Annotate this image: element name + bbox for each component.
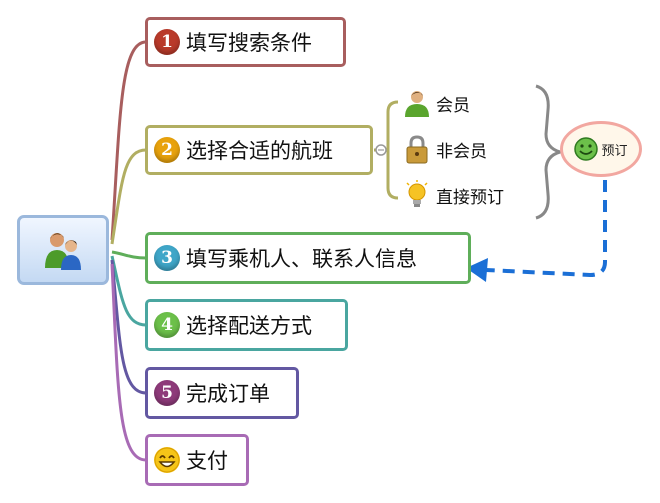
option-brace — [535, 84, 566, 220]
sub-branch — [386, 100, 399, 200]
branch-4 — [110, 255, 147, 327]
step-2-node[interactable]: 2 选择合适的航班 — [145, 125, 373, 175]
step-4-node[interactable]: 4 选择配送方式 — [145, 299, 348, 351]
step-5-number-icon: 5 — [154, 380, 180, 406]
step-4-label: 选择配送方式 — [186, 314, 312, 338]
step-3-label: 填写乘机人、联系人信息 — [186, 247, 417, 271]
branch-6 — [110, 263, 147, 462]
option-direct-booking-label: 直接预订 — [436, 187, 504, 208]
users-icon — [45, 233, 81, 270]
step-6-node[interactable]: 支付 — [145, 434, 249, 486]
booking-arrow — [485, 180, 607, 278]
step-3-node[interactable]: 3 填写乘机人、联系人信息 — [145, 232, 471, 284]
step-5-node[interactable]: 5 完成订单 — [145, 367, 299, 419]
branch-1 — [110, 40, 147, 241]
step-4-number-icon: 4 — [154, 312, 180, 338]
option-direct-booking[interactable]: 直接预订 — [402, 180, 504, 210]
booking-node[interactable]: 预订 — [560, 121, 642, 177]
option-nonmember[interactable]: 非会员 — [402, 134, 487, 164]
smiley-icon — [154, 447, 180, 473]
step-2-number-icon: 2 — [154, 137, 180, 163]
arrow-head — [466, 258, 488, 282]
option-member[interactable]: 会员 — [402, 88, 470, 118]
step-1-node[interactable]: 1 填写搜索条件 — [145, 17, 346, 67]
option-member-label: 会员 — [436, 95, 470, 116]
step-1-label: 填写搜索条件 — [186, 31, 312, 55]
step-3-number-icon: 3 — [154, 245, 180, 271]
smiley-icon — [574, 137, 599, 161]
root-node[interactable] — [17, 215, 109, 285]
option-nonmember-label: 非会员 — [436, 141, 487, 162]
step-6-label: 支付 — [186, 449, 228, 473]
lock-icon — [406, 135, 428, 164]
step-5-label: 完成订单 — [186, 382, 270, 406]
step-1-number-icon: 1 — [154, 29, 180, 55]
booking-label: 预订 — [601, 143, 628, 159]
lightbulb-icon — [406, 180, 428, 207]
branch-3 — [111, 250, 147, 260]
person-icon — [405, 91, 429, 117]
step-2-label: 选择合适的航班 — [186, 139, 333, 163]
branch-2 — [110, 148, 147, 245]
